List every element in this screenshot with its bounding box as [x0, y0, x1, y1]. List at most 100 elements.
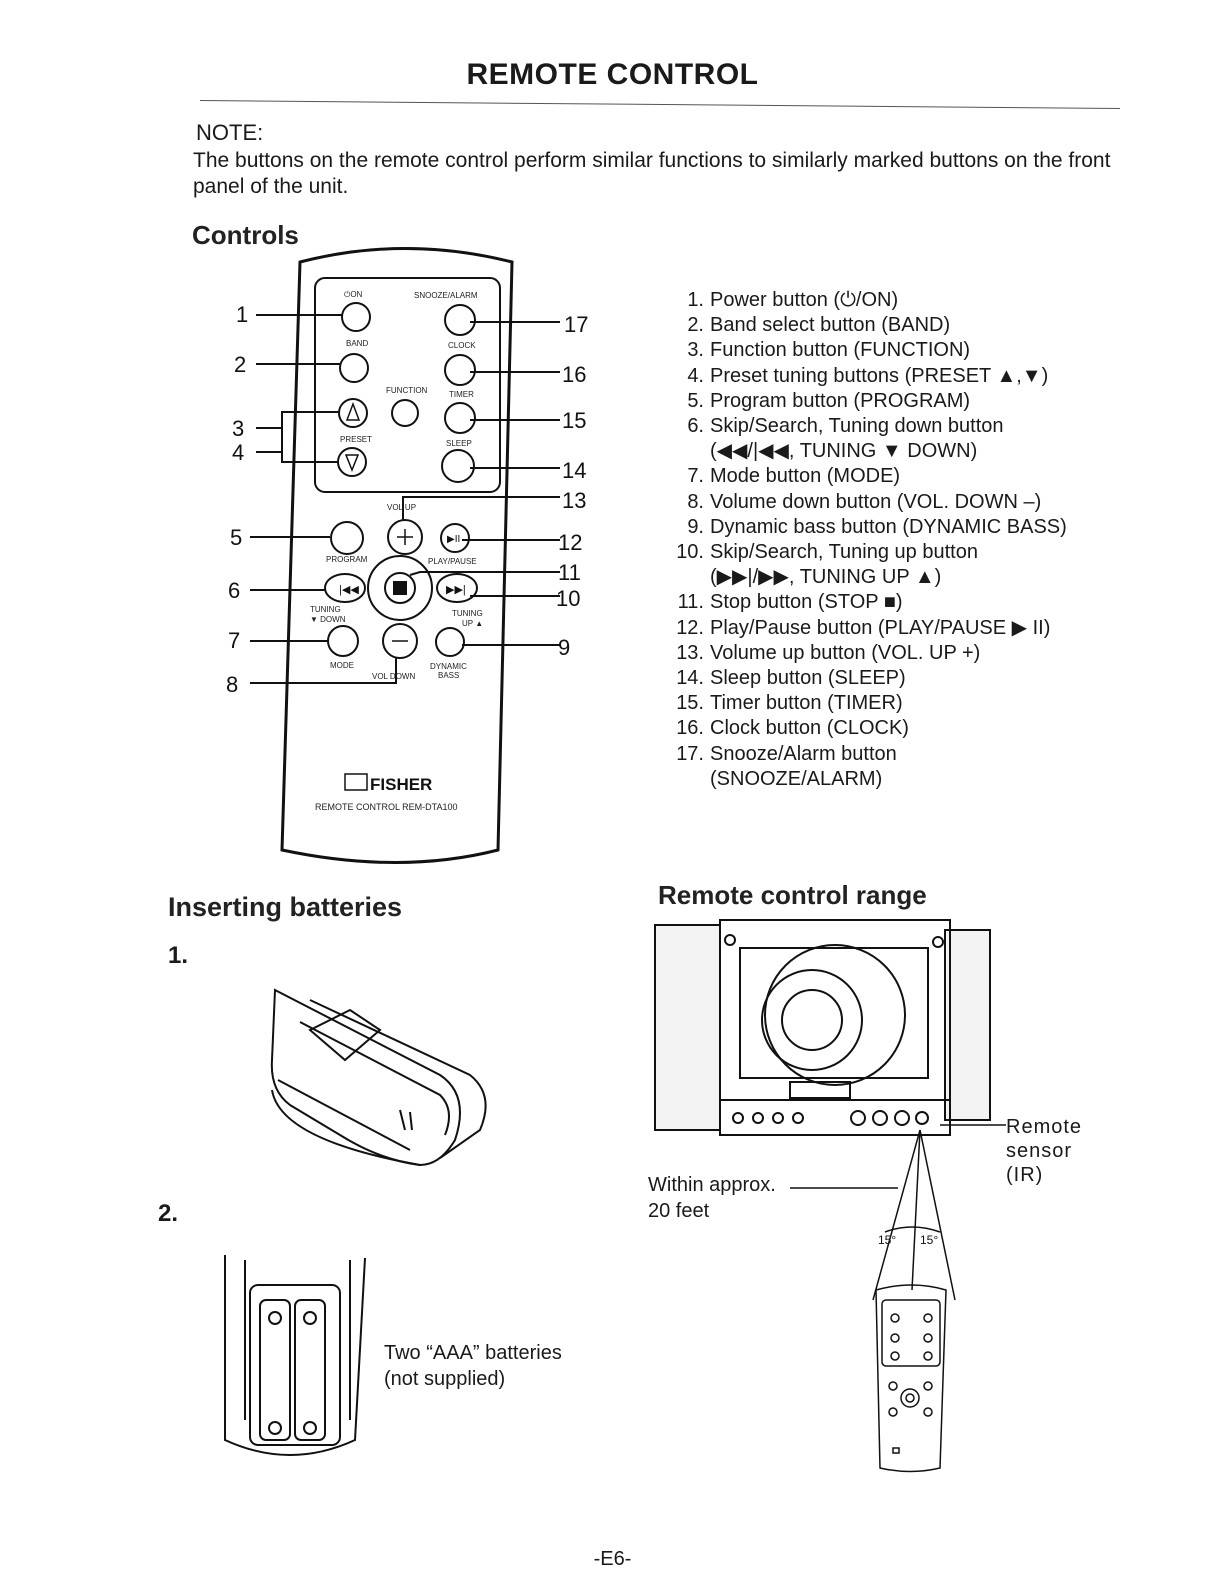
list-item: 4.Preset tuning buttons (PRESET ▲,▼) [687, 364, 1049, 387]
list-item: 13.Volume up button (VOL. UP +) [676, 641, 981, 664]
band-button [339, 353, 369, 383]
callout-10: 10 [556, 586, 580, 611]
vol-up-button [387, 519, 423, 555]
range-lines [790, 1124, 1006, 1301]
model-label: REMOTE CONTROL REM-DTA100 [315, 802, 458, 812]
on-button [341, 302, 371, 332]
list-item: 5.Program button (PROGRAM) [687, 389, 971, 412]
remote-body [280, 247, 514, 864]
callout-2: 2 [234, 352, 246, 377]
list-item: 14.Sleep button (SLEEP) [676, 667, 906, 690]
mode-button [327, 625, 359, 657]
tuning-down-label-2: ▼ DOWN [310, 615, 346, 624]
list-item: 15.Timer button (TIMER) [676, 692, 903, 715]
vol-down-label: VOL DOWN [372, 672, 415, 681]
callout-3: 3 [232, 416, 244, 441]
battery-cover-illustration [270, 988, 487, 1167]
timer-button [444, 402, 476, 434]
callout-7: 7 [228, 628, 240, 653]
list-item: 17.Snooze/Alarm button [676, 742, 897, 765]
list-item: 16.Clock button (CLOCK) [676, 717, 909, 740]
list-item: (▶▶|/▶▶, TUNING UP ▲) [710, 566, 942, 589]
list-item: (SNOOZE/ALARM) [710, 767, 883, 790]
function-label: FUNCTION [386, 386, 428, 395]
program-label: PROGRAM [326, 555, 368, 564]
clock-label: CLOCK [448, 341, 476, 350]
list-item: 11.Stop button (STOP ■) [677, 591, 903, 614]
list-item: 2.Band select button (BAND) [687, 314, 951, 337]
program-button [330, 521, 364, 555]
range-heading: Remote control range [658, 880, 927, 910]
list-item: 9.Dynamic bass button (DYNAMIC BASS) [687, 515, 1067, 538]
list-item: (◀◀/|◀◀, TUNING ▼ DOWN) [710, 440, 978, 463]
on-label: ⏻ON [344, 290, 363, 299]
range-distance-label: Within approx. 20 feet [648, 1174, 776, 1222]
preset-label: PRESET [340, 435, 372, 444]
function-button [391, 399, 419, 427]
sleep-button [441, 449, 475, 483]
controls-heading: Controls [192, 220, 299, 250]
batteries-heading: Inserting batteries [168, 892, 403, 922]
list-item: 10.Skip/Search, Tuning up button [676, 541, 978, 564]
note-text: The buttons on the remote control perfor… [193, 149, 1111, 198]
nav-ring [367, 555, 433, 621]
svg-text:▶▶|: ▶▶| [446, 584, 466, 596]
band-label: BAND [346, 339, 368, 348]
stereo-unit-illustration [654, 919, 991, 1136]
remote-sensor-label: Remote sensor (IR) [1006, 1116, 1083, 1186]
play-pause-button [440, 523, 470, 553]
page-title: REMOTE CONTROL [466, 58, 759, 91]
callout-4: 4 [232, 440, 244, 465]
dynamic-label: DYNAMIC [430, 662, 467, 671]
skip-down-button [324, 573, 366, 603]
svg-text:▶II: ▶II [447, 534, 460, 545]
callout-9: 9 [558, 635, 570, 660]
callout-14: 14 [562, 458, 586, 483]
snooze-alarm-label: SNOOZE/ALARM [414, 291, 478, 300]
list-item: 3.Function button (FUNCTION) [687, 339, 971, 362]
list-item: 8.Volume down button (VOL. DOWN –) [687, 490, 1042, 513]
brand-logo: FISHER [370, 775, 432, 794]
bass-label: BASS [438, 671, 459, 680]
clock-button [444, 354, 476, 386]
battery-caption: Two “AAA” batteries (not supplied) [384, 1342, 562, 1390]
timer-label: TIMER [449, 390, 474, 399]
callout-1: 1 [236, 302, 248, 327]
list-item: 6.Skip/Search, Tuning down button [687, 415, 1004, 438]
skip-up-button [436, 573, 478, 603]
list-item: 7.Mode button (MODE) [687, 465, 901, 488]
angle-right: 15° [920, 1233, 938, 1247]
small-remote-illustration [875, 1284, 947, 1473]
battery-compartment-illustration [224, 1255, 366, 1456]
callout-8: 8 [226, 672, 238, 697]
snooze-alarm-button [444, 304, 476, 336]
vol-down-button [382, 623, 418, 659]
stop-button [384, 572, 416, 604]
mode-label: MODE [330, 661, 354, 670]
list-item: 12.Play/Pause button (PLAY/PAUSE ▶ II) [676, 616, 1051, 639]
tuning-up-label: TUNING [452, 609, 483, 618]
step-2-number: 2. [158, 1200, 179, 1227]
remote-top-panel [314, 277, 501, 493]
vol-up-label: VOL UP [387, 503, 416, 512]
tuning-up-label-2: UP ▲ [462, 619, 483, 628]
controls-list: 1.Power button (⏻/ON) 2.Band select butt… [676, 288, 1116, 792]
page-number: -E6- [593, 1548, 632, 1570]
svg-text:|◀◀: |◀◀ [339, 584, 359, 596]
callout-11: 11 [558, 560, 581, 585]
play-pause-label: PLAY/PAUSE [428, 557, 477, 566]
callout-12: 12 [558, 530, 582, 555]
note-label: NOTE: [196, 120, 264, 145]
step-1-number: 1. [168, 942, 189, 969]
callout-13: 13 [562, 488, 586, 513]
dynamic-bass-button [435, 627, 465, 657]
angle-left: 15° [878, 1233, 896, 1247]
callout-15: 15 [562, 408, 586, 433]
list-item: 1.Power button (⏻/ON) [687, 289, 899, 311]
sleep-label: SLEEP [446, 439, 472, 448]
callout-17: 17 [564, 312, 588, 337]
tuning-down-label: TUNING [310, 605, 341, 614]
callout-5: 5 [230, 525, 242, 550]
callout-6: 6 [228, 578, 240, 603]
